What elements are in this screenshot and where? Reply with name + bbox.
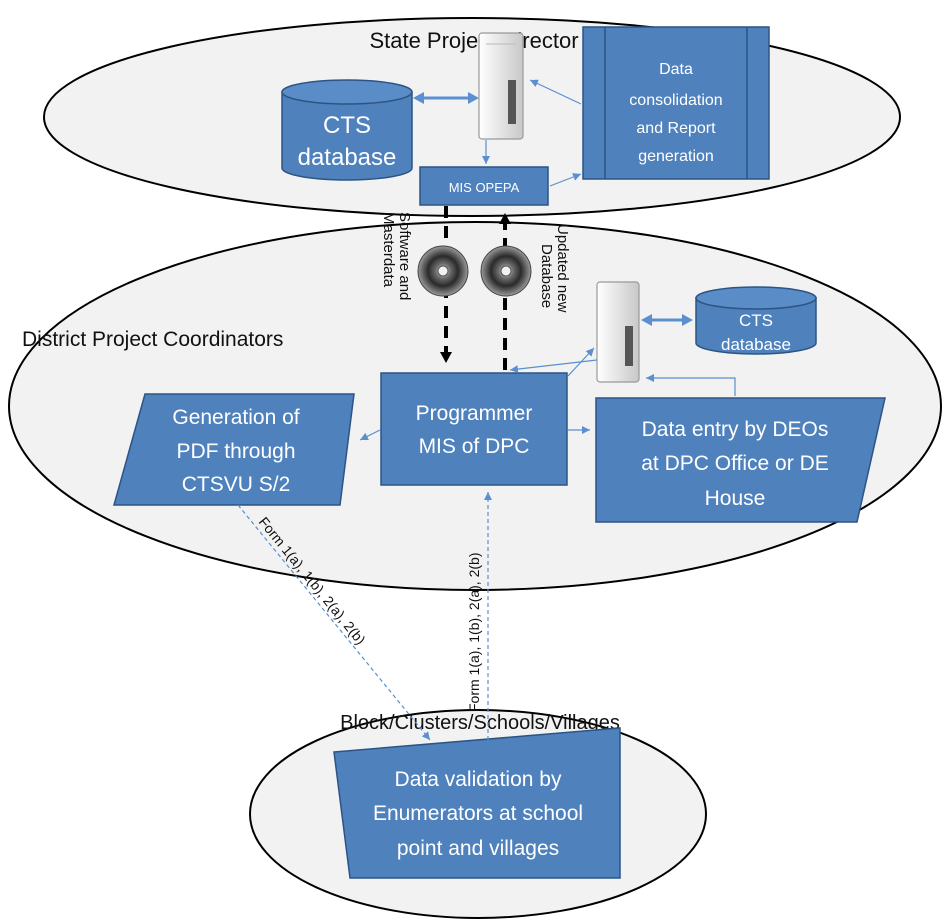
arrow-programmer-pdf bbox=[359, 429, 381, 441]
transfer-down-label-1: Software and bbox=[396, 212, 413, 300]
consolidation-box: Data consolidation and Report generation bbox=[582, 26, 770, 180]
arrow-dserver-ddb-head-left bbox=[641, 314, 652, 326]
validation-label-3: point and villages bbox=[397, 837, 559, 860]
form-label-right: Form 1(a), 1(b), 2(a), 2(b) bbox=[466, 553, 482, 712]
cd-icon-down bbox=[417, 245, 469, 297]
programmer-box: Programmer MIS of DPC bbox=[380, 372, 568, 486]
programmer-label-1: Programmer bbox=[416, 402, 533, 425]
state-zone-label: State Project Director bbox=[369, 28, 578, 53]
arrow-dserver-ddb-head-right bbox=[682, 314, 693, 326]
transfer-down-label-2: Masterdata bbox=[380, 212, 397, 288]
pdf-label-3: CTSVU S/2 bbox=[182, 473, 291, 496]
arrow-mis-consolidation bbox=[549, 173, 582, 187]
cd-icon-up bbox=[480, 245, 532, 297]
form-arrow-pdf-to-validation bbox=[237, 504, 431, 741]
data-entry-label-3: House bbox=[705, 487, 766, 510]
district-cts-label-2: database bbox=[721, 335, 791, 354]
district-zone-label: District Project Coordinators bbox=[22, 328, 283, 351]
consolidation-label-1: Data bbox=[659, 61, 693, 78]
transfer-up-label-1: Updated new bbox=[554, 224, 571, 313]
mis-opepa-box: MIS OPEPA bbox=[419, 166, 549, 206]
data-entry-label-2: at DPC Office or DE bbox=[641, 452, 829, 475]
validation-box: Data validation by Enumerators at school… bbox=[333, 727, 621, 879]
state-cts-label-1: CTS bbox=[323, 112, 371, 139]
consolidation-label-4: generation bbox=[638, 148, 714, 165]
consolidation-label-3: and Report bbox=[636, 120, 716, 137]
arrow-dserver-programmer bbox=[509, 359, 598, 374]
state-cts-database: CTS database bbox=[281, 79, 413, 181]
pdf-generation-box: Generation of PDF through CTSVU S/2 bbox=[113, 393, 355, 506]
pdf-label-1: Generation of bbox=[172, 406, 299, 429]
arrow-entry-dserver bbox=[646, 374, 736, 396]
arrow-db-server-head-right bbox=[468, 92, 479, 104]
state-server-icon bbox=[478, 32, 524, 140]
data-entry-label-1: Data entry by DEOs bbox=[642, 418, 829, 441]
arrow-consolidation-server bbox=[529, 79, 582, 105]
programmer-label-2: MIS of DPC bbox=[419, 435, 530, 458]
state-cts-label-2: database bbox=[298, 144, 397, 171]
consolidation-label-2: consolidation bbox=[629, 92, 722, 109]
validation-label-1: Data validation by bbox=[395, 768, 562, 791]
mis-opepa-label: MIS OPEPA bbox=[449, 180, 520, 195]
data-entry-box: Data entry by DEOs at DPC Office or DE H… bbox=[595, 397, 886, 523]
district-cts-label-1: CTS bbox=[739, 311, 773, 330]
validation-label-2: Enumerators at school bbox=[373, 802, 583, 825]
district-server-icon bbox=[596, 281, 640, 383]
transfer-up-label-2: Database bbox=[538, 244, 555, 308]
block-zone-label: Block/Clusters/Schools/Villages bbox=[340, 712, 620, 734]
pdf-label-2: PDF through bbox=[176, 440, 295, 463]
arrow-db-server-head-left bbox=[413, 92, 424, 104]
district-cts-database: CTS database bbox=[695, 286, 817, 355]
